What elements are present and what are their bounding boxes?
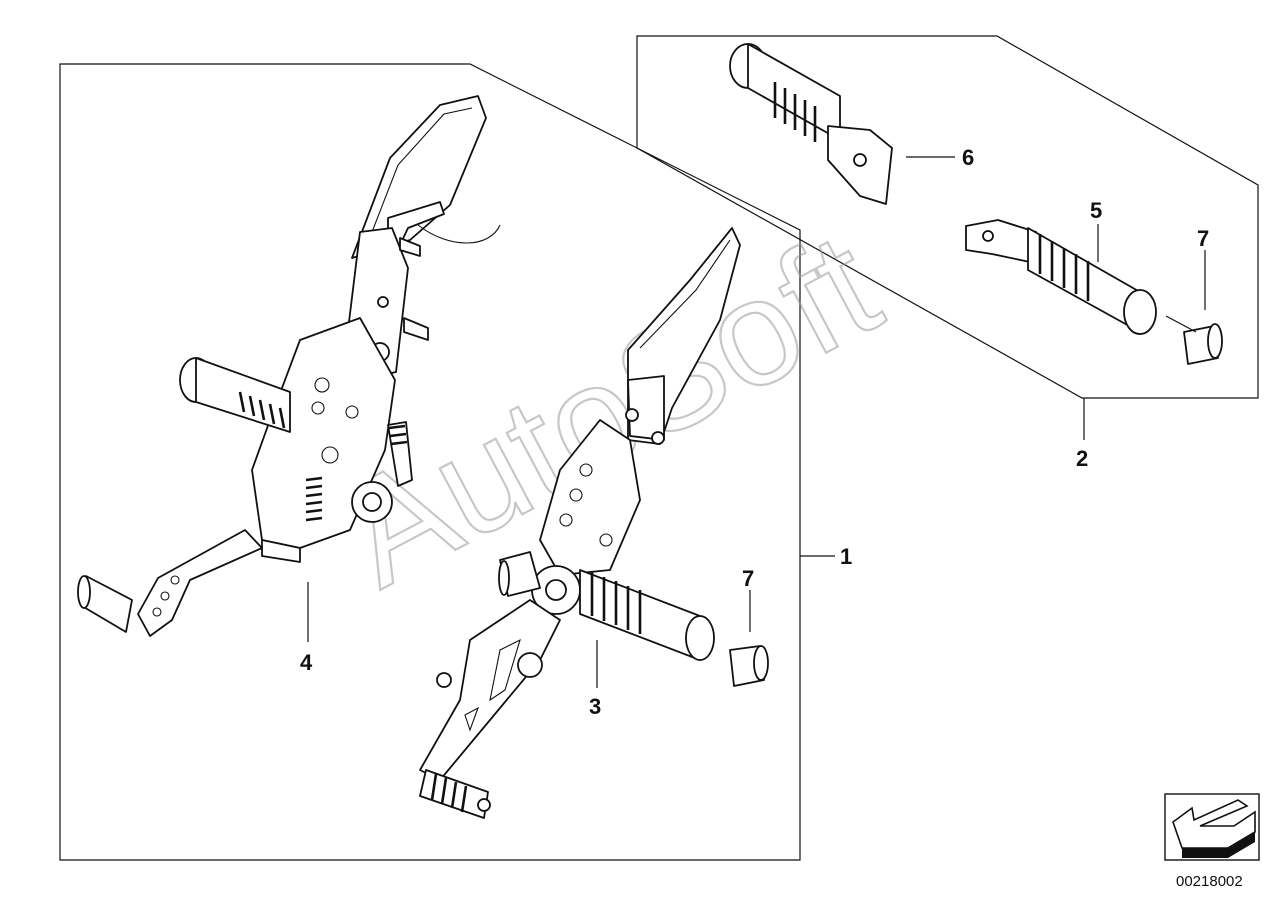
part-6-foot-peg: [729, 43, 893, 205]
callout-2: 2: [1076, 446, 1088, 471]
callout-7-upper: 7: [1197, 226, 1209, 251]
part-3-rearset-right: [419, 227, 741, 819]
callout-5: 5: [1090, 198, 1102, 223]
callout-7-lower: 7: [742, 566, 754, 591]
callout-6: 6: [962, 145, 974, 170]
group-frame-1: [59, 63, 801, 861]
callout-1: 1: [840, 544, 852, 569]
leader-lines: [307, 156, 1206, 688]
part-7-cap-upper: [1183, 323, 1223, 365]
part-4-rearset-left: [77, 95, 501, 637]
callout-4: 4: [300, 650, 313, 675]
direction-arrow-icon: [1164, 793, 1260, 861]
document-number: 00218002: [1176, 873, 1243, 890]
part-7-cap-lower: [729, 645, 769, 687]
group-frame-2: [636, 35, 1259, 399]
part-5-foot-peg: [965, 219, 1157, 335]
callout-3: 3: [589, 694, 601, 719]
